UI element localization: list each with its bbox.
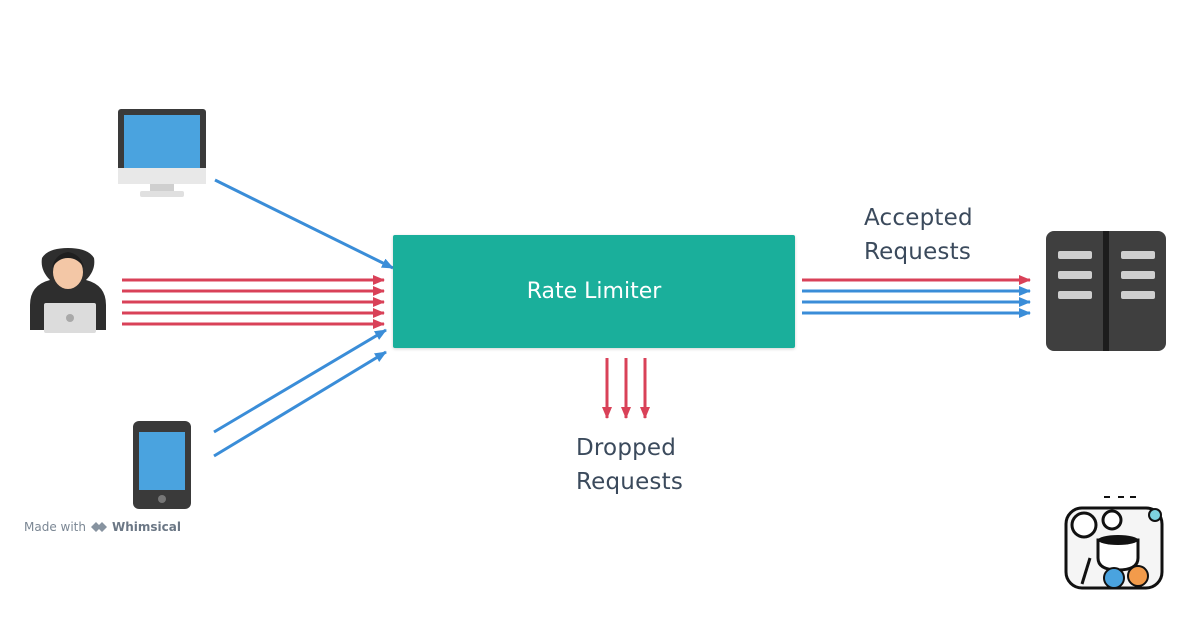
phone-arrow: [213, 350, 387, 458]
rate-limiter-label: Rate Limiter: [526, 279, 662, 304]
server-icon: [1046, 231, 1166, 351]
coffee-mascot-icon: [1064, 496, 1164, 590]
incoming-arrows: [122, 178, 394, 458]
monitor-icon: [118, 109, 206, 197]
dropped-arrows: [602, 358, 650, 419]
made-with-credit[interactable]: Made with Whimsical: [24, 520, 181, 534]
whimsical-logo-icon: [90, 522, 107, 532]
rate-limiter-node: Rate Limiter: [393, 235, 795, 348]
smartphone-icon: [133, 421, 191, 509]
phone-arrow: [213, 328, 387, 434]
desktop-arrow: [214, 178, 394, 270]
hooded-hacker-icon: [30, 248, 106, 333]
accepted-requests-label: Accepted Requests: [864, 205, 973, 265]
dropped-requests-label: Dropped Requests: [576, 435, 684, 495]
accepted-arrows: [802, 275, 1031, 318]
